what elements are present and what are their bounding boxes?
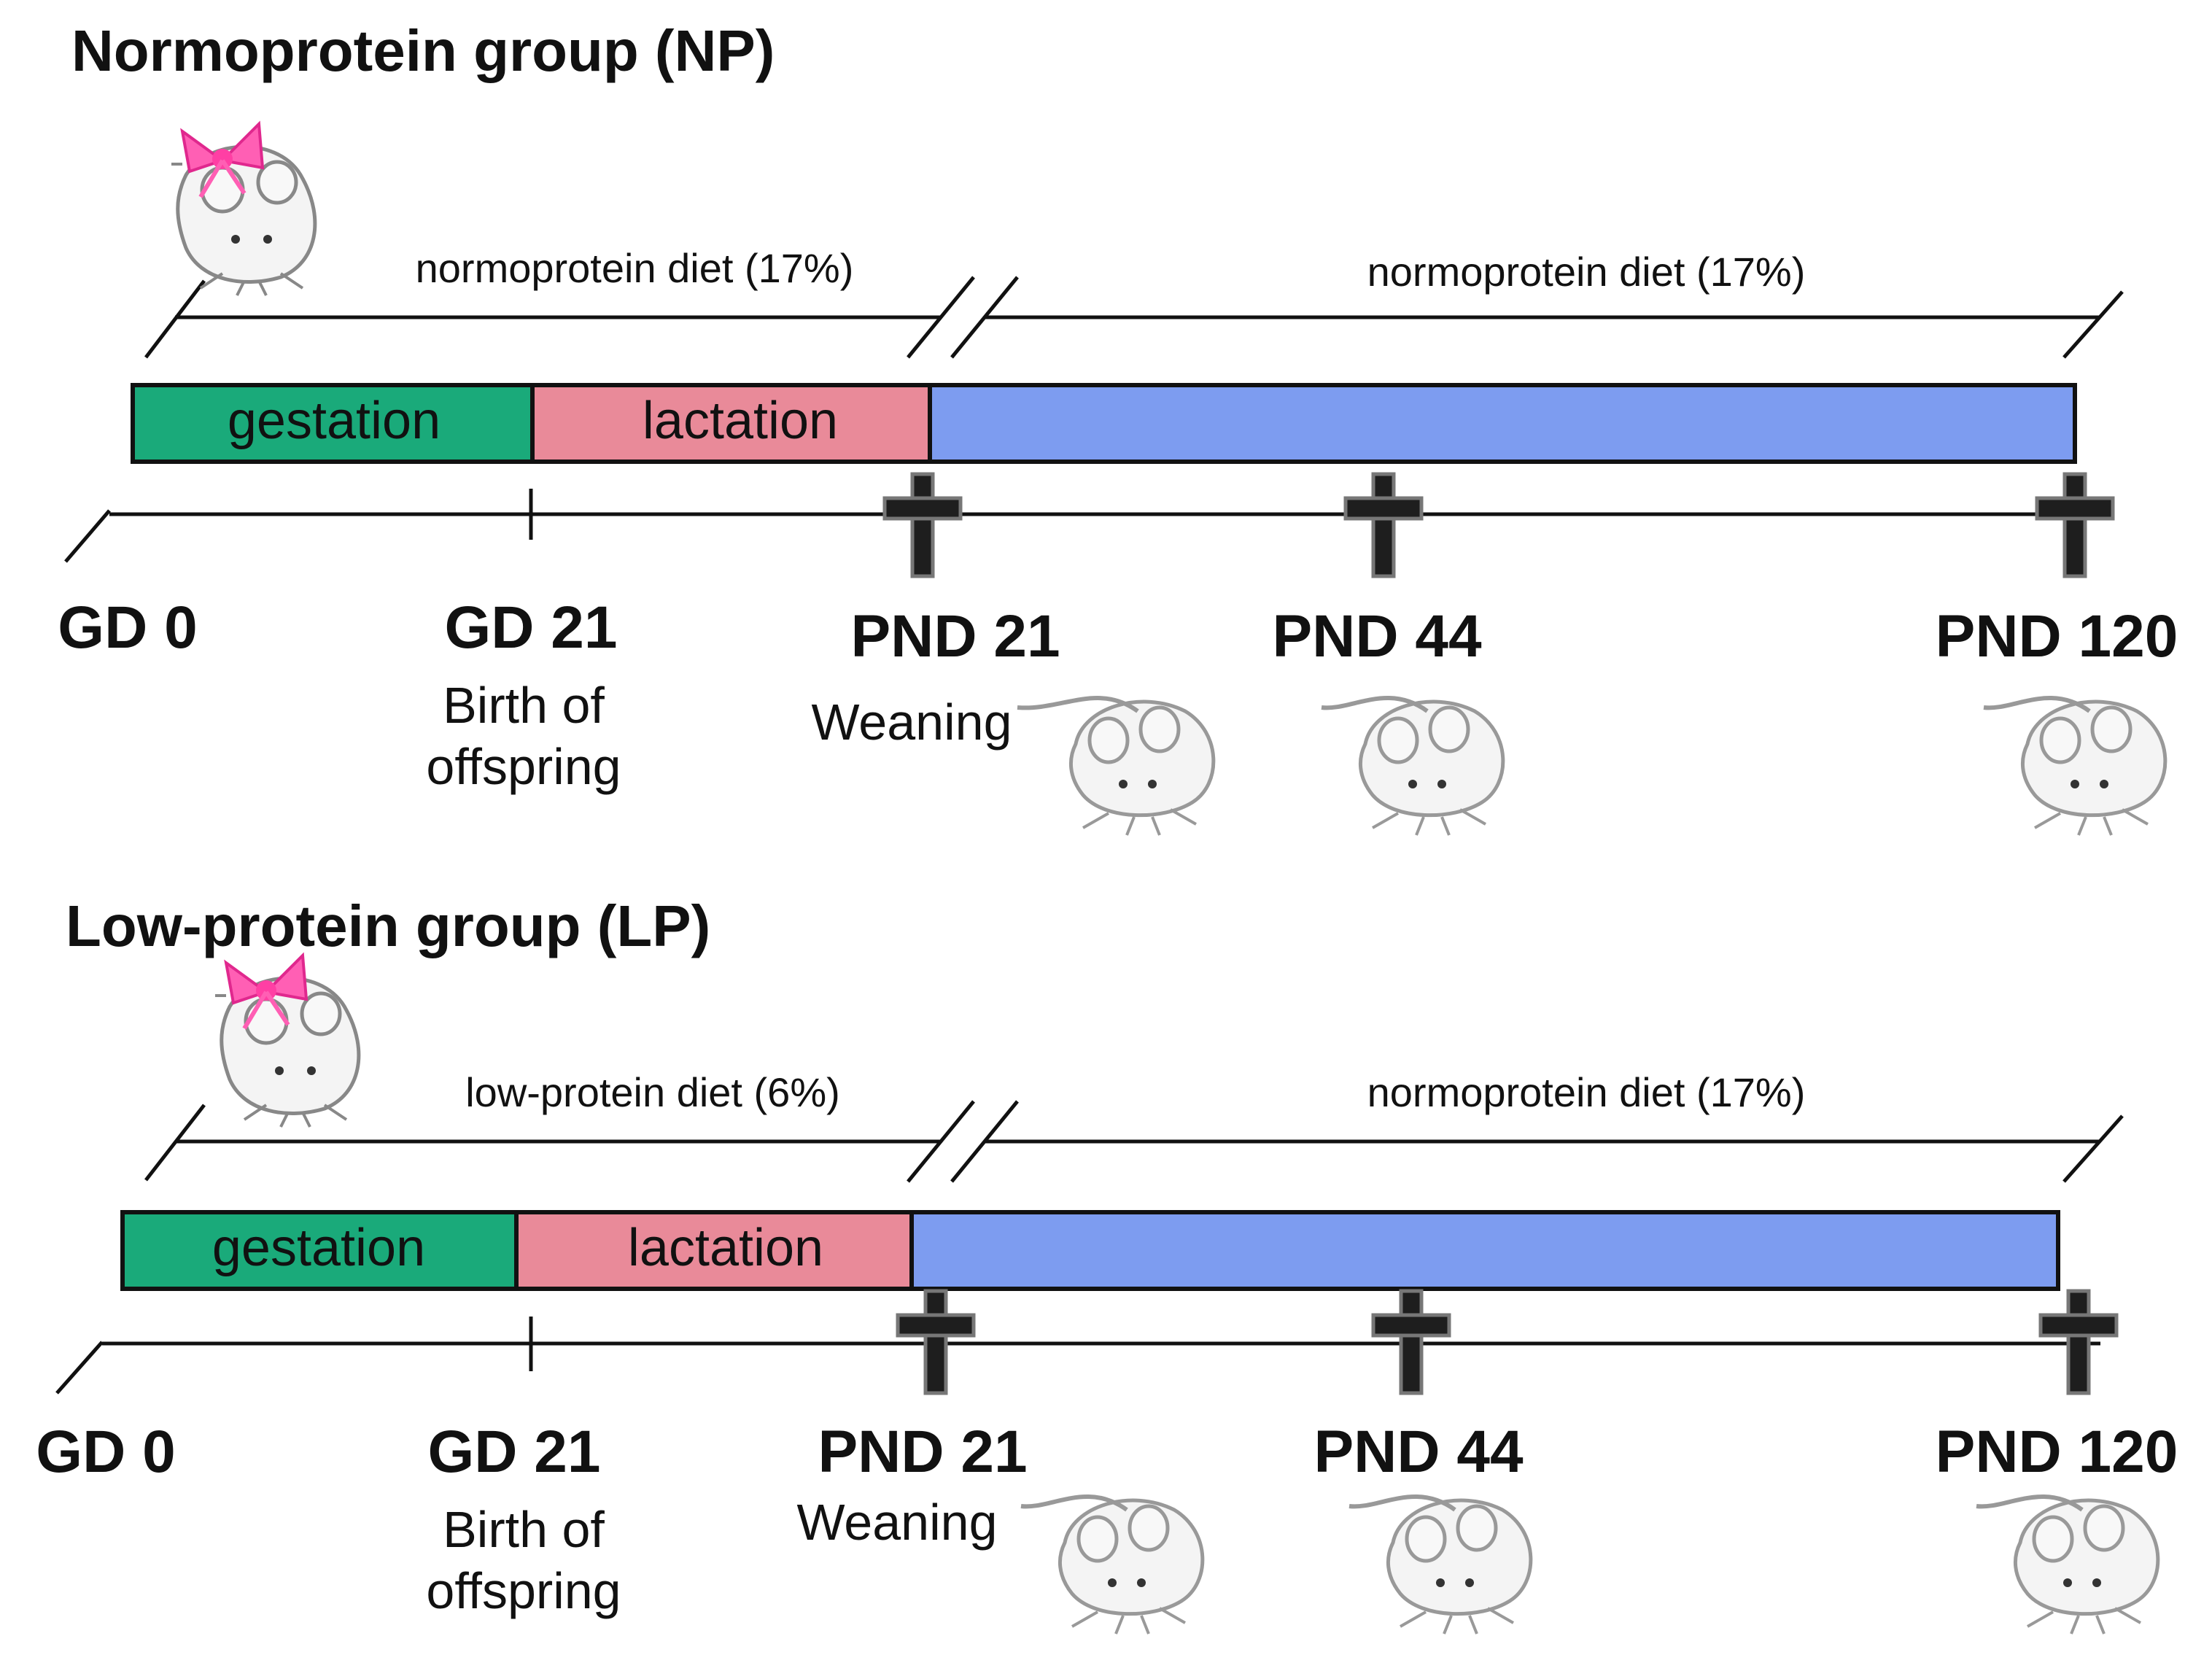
female-mouse-icon [171, 120, 317, 296]
lp-timepoint-pnd44: PND 44 [1313, 1419, 1524, 1485]
np-break-slash-1 [907, 276, 975, 359]
lp-gd21-note-line1: Birth of [443, 1501, 605, 1558]
cross-icon [882, 472, 963, 578]
lp-timeline-graphic [55, 952, 2160, 1635]
mouse-icon [1321, 696, 1505, 836]
cross-icon [2038, 1289, 2119, 1395]
np-diet-post-label: normoprotein diet (17%) [1367, 249, 1806, 295]
np-diet-pre-label: normoprotein diet (17%) [415, 245, 854, 291]
lp-group-title: Low-protein group (LP) [66, 893, 711, 958]
np-group-title: Normoprotein group (NP) [71, 18, 775, 83]
np-gd21-note-line2: offspring [426, 738, 621, 795]
np-timepoint-pnd21: PND 21 [850, 603, 1060, 670]
np-gestation-label: gestation [227, 392, 441, 450]
mouse-icon [1017, 696, 1216, 836]
female-mouse-icon [215, 952, 361, 1128]
lp-gestation-label: gestation [212, 1219, 426, 1277]
lp-diet-pre-label: low-protein diet (6%) [465, 1069, 840, 1115]
lp-post-weaning-bar [909, 1210, 2060, 1291]
lp-axis-start-slash [55, 1341, 104, 1395]
np-timepoint-pnd120: PND 120 [1935, 603, 2178, 670]
np-weaning-note: Weaning [811, 694, 1012, 751]
lp-break-slash-1 [907, 1100, 975, 1183]
cross-icon [2035, 472, 2115, 578]
np-timepoint-pnd44: PND 44 [1272, 603, 1482, 670]
cross-icon [1371, 1289, 1451, 1395]
np-lactation-label: lactation [642, 392, 839, 450]
mouse-icon [1976, 1494, 2160, 1635]
lp-diet-post-label: normoprotein diet (17%) [1367, 1069, 1806, 1115]
cross-icon [896, 1289, 976, 1395]
lp-timepoint-pnd120: PND 120 [1935, 1419, 2178, 1485]
lp-timepoint-gd21: GD 21 [427, 1419, 601, 1485]
np-gd21-note: Birth of offspring [426, 675, 621, 797]
np-timepoint-gd0: GD 0 [58, 594, 198, 661]
np-axis-start-slash [64, 509, 111, 563]
lp-timepoint-pnd21: PND 21 [818, 1419, 1028, 1485]
mouse-icon [1348, 1494, 1533, 1635]
mouse-icon [1020, 1494, 1205, 1635]
mouse-icon [1983, 696, 2168, 836]
lp-timepoint-gd0: GD 0 [36, 1419, 176, 1485]
np-group-section: Normoprotein group (NP) normoprotein die… [58, 18, 2178, 836]
np-gestation-bar [131, 383, 535, 464]
lp-lactation-label: lactation [627, 1219, 824, 1277]
lp-lactation-bar [514, 1210, 914, 1291]
np-gd21-note-line1: Birth of [443, 677, 605, 734]
lp-group-section: Low-protein group (LP) low-protein diet … [0, 831, 2212, 1667]
np-bracket-right-slash [2062, 290, 2124, 359]
lp-weaning-note: Weaning [796, 1494, 998, 1551]
np-timeline-graphic [64, 120, 2168, 836]
lp-bracket-right-slash [2062, 1114, 2124, 1183]
np-timepoint-gd21: GD 21 [444, 594, 618, 661]
lp-gd21-note: Birth of offspring [426, 1499, 621, 1621]
lp-gd21-note-line2: offspring [426, 1562, 621, 1619]
cross-icon [1343, 472, 1424, 578]
np-post-weaning-bar [928, 383, 2077, 464]
